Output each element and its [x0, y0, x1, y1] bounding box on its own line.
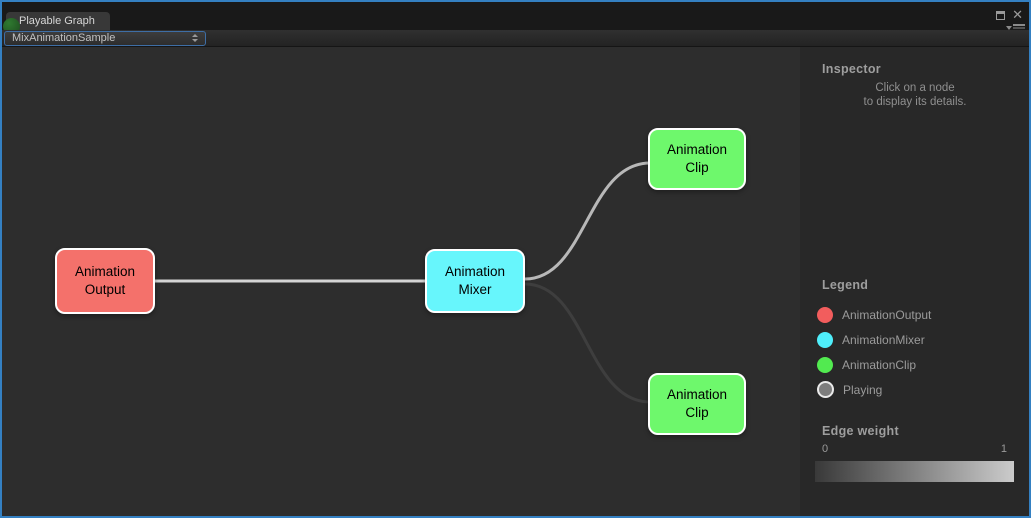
legend-item-animation-output: AnimationOutput — [817, 302, 931, 327]
node-animation-clip-top[interactable]: Animation Clip — [648, 128, 746, 190]
edge-weight-min: 0 — [822, 443, 829, 455]
tab-playable-graph[interactable]: Playable Graph — [3, 12, 110, 35]
inspector-hint-line1: Click on a node — [875, 82, 955, 94]
legend-item-animation-mixer: AnimationMixer — [817, 327, 931, 352]
tab-label: Playable Graph — [19, 15, 95, 27]
node-animation-clip-bottom[interactable]: Animation Clip — [648, 373, 746, 435]
node-label-line: Mixer — [458, 282, 492, 297]
inspector-hint-line2: to display its details. — [863, 96, 967, 108]
inspector-panel: Inspector Click on a node to display its… — [800, 47, 1029, 516]
legend-swatch-playing — [817, 381, 834, 398]
legend-swatch-red — [817, 306, 833, 323]
node-label-line: Output — [84, 282, 126, 297]
caret-down-icon — [1006, 26, 1012, 30]
stepper-icon — [192, 34, 198, 42]
legend-label: AnimationOutput — [842, 307, 932, 322]
legend-label: AnimationMixer — [842, 332, 925, 347]
inspector-hint: Click on a node to display its details. — [822, 81, 1008, 109]
maximize-icon[interactable] — [996, 11, 1006, 20]
legend-swatch-green — [817, 356, 833, 373]
toolbar: MixAnimationSample — [2, 30, 1029, 47]
node-label-line: Clip — [685, 405, 709, 420]
close-icon[interactable]: ✕ — [1012, 8, 1023, 23]
graph-selector-value: MixAnimationSample — [12, 32, 116, 44]
title-bar[interactable]: Playable Graph ✕ — [2, 2, 1029, 35]
legend-title: Legend — [822, 278, 869, 292]
node-animation-mixer[interactable]: Animation Mixer — [425, 249, 525, 313]
node-label-line: Animation — [444, 264, 506, 279]
node-label-line: Animation — [74, 264, 136, 279]
legend: AnimationOutput AnimationMixer Animation… — [817, 302, 931, 402]
inspector-title: Inspector — [822, 62, 881, 76]
legend-swatch-cyan — [817, 331, 833, 348]
legend-label: Playing — [843, 382, 883, 397]
edge-weight-max: 1 — [1000, 443, 1007, 455]
edge-weight-gradient-bar — [815, 461, 1014, 482]
node-animation-output[interactable]: Animation Output — [55, 248, 155, 314]
graph-selector-dropdown[interactable]: MixAnimationSample — [4, 31, 206, 46]
node-label-line: Animation — [666, 387, 728, 402]
node-label-line: Clip — [685, 160, 709, 175]
legend-label: AnimationClip — [842, 357, 917, 372]
legend-item-animation-clip: AnimationClip — [817, 352, 931, 377]
legend-item-playing: Playing — [817, 377, 931, 402]
edge-weight-scale: 0 1 — [822, 443, 1007, 455]
node-label-line: Animation — [666, 142, 728, 157]
edge-weight-title: Edge weight — [822, 424, 899, 438]
